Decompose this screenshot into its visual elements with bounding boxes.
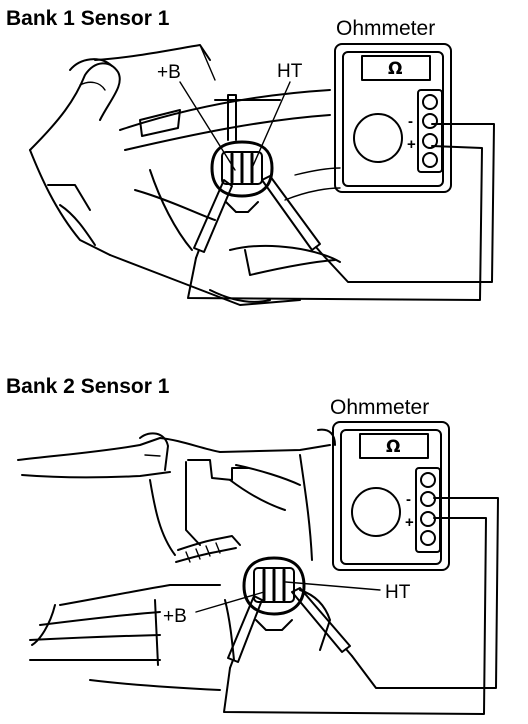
jack-column xyxy=(415,467,441,553)
sensor-connector xyxy=(210,94,281,213)
negative-sign: - xyxy=(408,113,413,130)
ohmmeter-case xyxy=(334,43,452,193)
positive-sign: + xyxy=(405,514,414,531)
jack-positive xyxy=(422,133,438,149)
ohm-symbol: Ω xyxy=(386,437,400,457)
ohmmeter-display xyxy=(361,55,431,81)
test-probe-positive xyxy=(261,175,323,255)
ohmmeter-display xyxy=(359,433,429,459)
ohmmeter-label: Ohmmeter xyxy=(330,396,429,419)
jack-negative xyxy=(420,491,436,507)
test-probe-negative xyxy=(193,179,233,259)
panel-bank1-sensor1: Bank 1 Sensor 1 xyxy=(6,7,495,306)
ohmmeter: Ohmmeter Ω - + xyxy=(334,17,452,193)
terminal-label-ht: HT xyxy=(277,61,303,82)
terminal-label-plus-b: +B xyxy=(157,62,181,83)
test-probe-positive xyxy=(291,587,353,657)
ht-pointer xyxy=(285,581,381,591)
jack-positive xyxy=(420,511,436,527)
panel-title: Bank 1 Sensor 1 xyxy=(6,7,170,30)
plus-b-pointer xyxy=(179,81,236,171)
engine-illustration xyxy=(17,428,336,691)
terminal-label-ht: HT xyxy=(385,582,411,603)
test-probe-negative xyxy=(227,595,263,669)
negative-sign: - xyxy=(406,491,411,508)
ht-pointer xyxy=(251,81,291,169)
ohmmeter: Ohmmeter Ω - + xyxy=(330,396,450,571)
test-lead-negative xyxy=(187,145,483,301)
engine-illustration xyxy=(29,44,341,306)
plus-b-pointer xyxy=(195,591,265,613)
panel-title: Bank 2 Sensor 1 xyxy=(6,375,170,398)
positive-sign: + xyxy=(407,136,416,153)
test-lead-positive xyxy=(321,123,495,283)
sensor-connector xyxy=(242,556,306,631)
jack-column xyxy=(417,89,443,173)
ohm-symbol: Ω xyxy=(388,59,402,79)
ohmmeter-label: Ohmmeter xyxy=(336,17,435,40)
ohmmeter-case xyxy=(332,421,450,571)
test-lead-positive xyxy=(351,497,499,689)
terminal-label-plus-b: +B xyxy=(163,606,187,627)
test-lead-negative xyxy=(223,517,487,715)
selector-dial xyxy=(353,113,403,163)
selector-dial xyxy=(351,487,401,537)
panel-bank2-sensor1: Bank 2 Sensor 1 xyxy=(6,375,499,715)
jack-negative xyxy=(422,113,438,129)
